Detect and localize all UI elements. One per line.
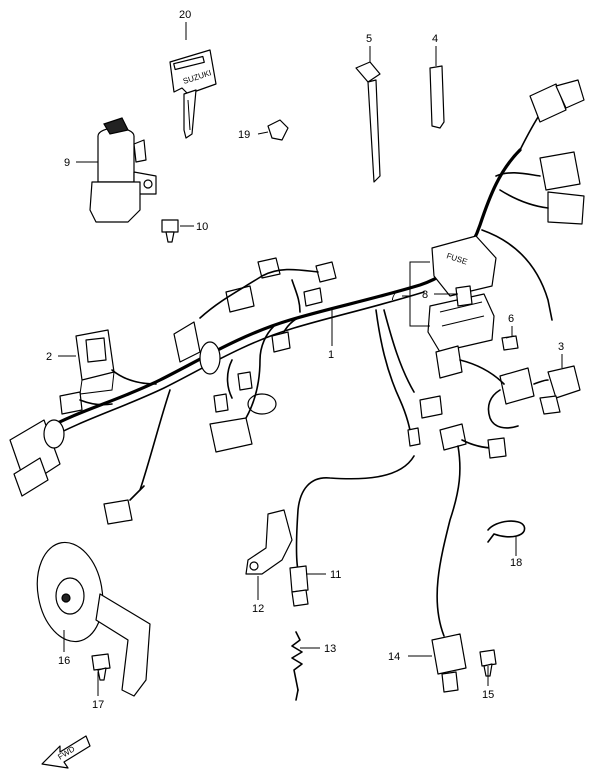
callout-numbers: 20 5 4 19 9 10 7 8 6 1 2 3 18 11 12 13 1…: [46, 9, 564, 711]
callout-18: 18: [510, 557, 522, 569]
callout-12: 12: [252, 603, 264, 615]
part-fuse-box: FUSE: [427, 235, 497, 353]
fwd-arrow-icon: FWD: [41, 735, 91, 769]
part-band-clamp: [429, 65, 445, 129]
part-relay: [75, 329, 115, 395]
part-connector-3: [435, 345, 581, 429]
part-clamp-18: [487, 520, 526, 543]
callout-16: 16: [58, 655, 70, 667]
callout-17: 17: [92, 699, 104, 711]
callout-15: 15: [482, 689, 494, 701]
part-main-harness: [9, 79, 585, 525]
part-switch-11: [289, 455, 415, 607]
callout-13: 13: [324, 643, 336, 655]
callout-14: 14: [388, 651, 400, 663]
callout-2: 2: [46, 351, 52, 363]
callout-6: 6: [508, 313, 514, 325]
callout-9: 9: [64, 157, 70, 169]
leader-lines: [58, 22, 563, 696]
callout-4: 4: [432, 33, 438, 45]
part-fuse: [455, 285, 473, 307]
callout-3: 3: [558, 341, 564, 353]
callout-1: 1: [328, 349, 334, 361]
part-bracket-12: [245, 509, 293, 575]
callout-20: 20: [179, 9, 191, 21]
part-bolt-6: [501, 335, 519, 351]
part-sensor-14: [431, 445, 467, 693]
part-clip: [267, 119, 289, 141]
part-bolt-10: [161, 219, 179, 243]
callout-5: 5: [366, 33, 372, 45]
callout-11: 11: [330, 569, 341, 581]
callout-7: 7: [390, 291, 396, 303]
part-ignition-switch: [89, 117, 157, 223]
part-key: SUZUKI: [169, 49, 217, 139]
part-spring: [291, 631, 303, 701]
part-horn: [36, 541, 151, 697]
callout-8: 8: [422, 289, 428, 301]
part-cable-tie: [355, 61, 381, 183]
callout-19: 19: [238, 129, 250, 141]
callout-10: 10: [196, 221, 208, 233]
part-bolt-17: [91, 653, 111, 681]
